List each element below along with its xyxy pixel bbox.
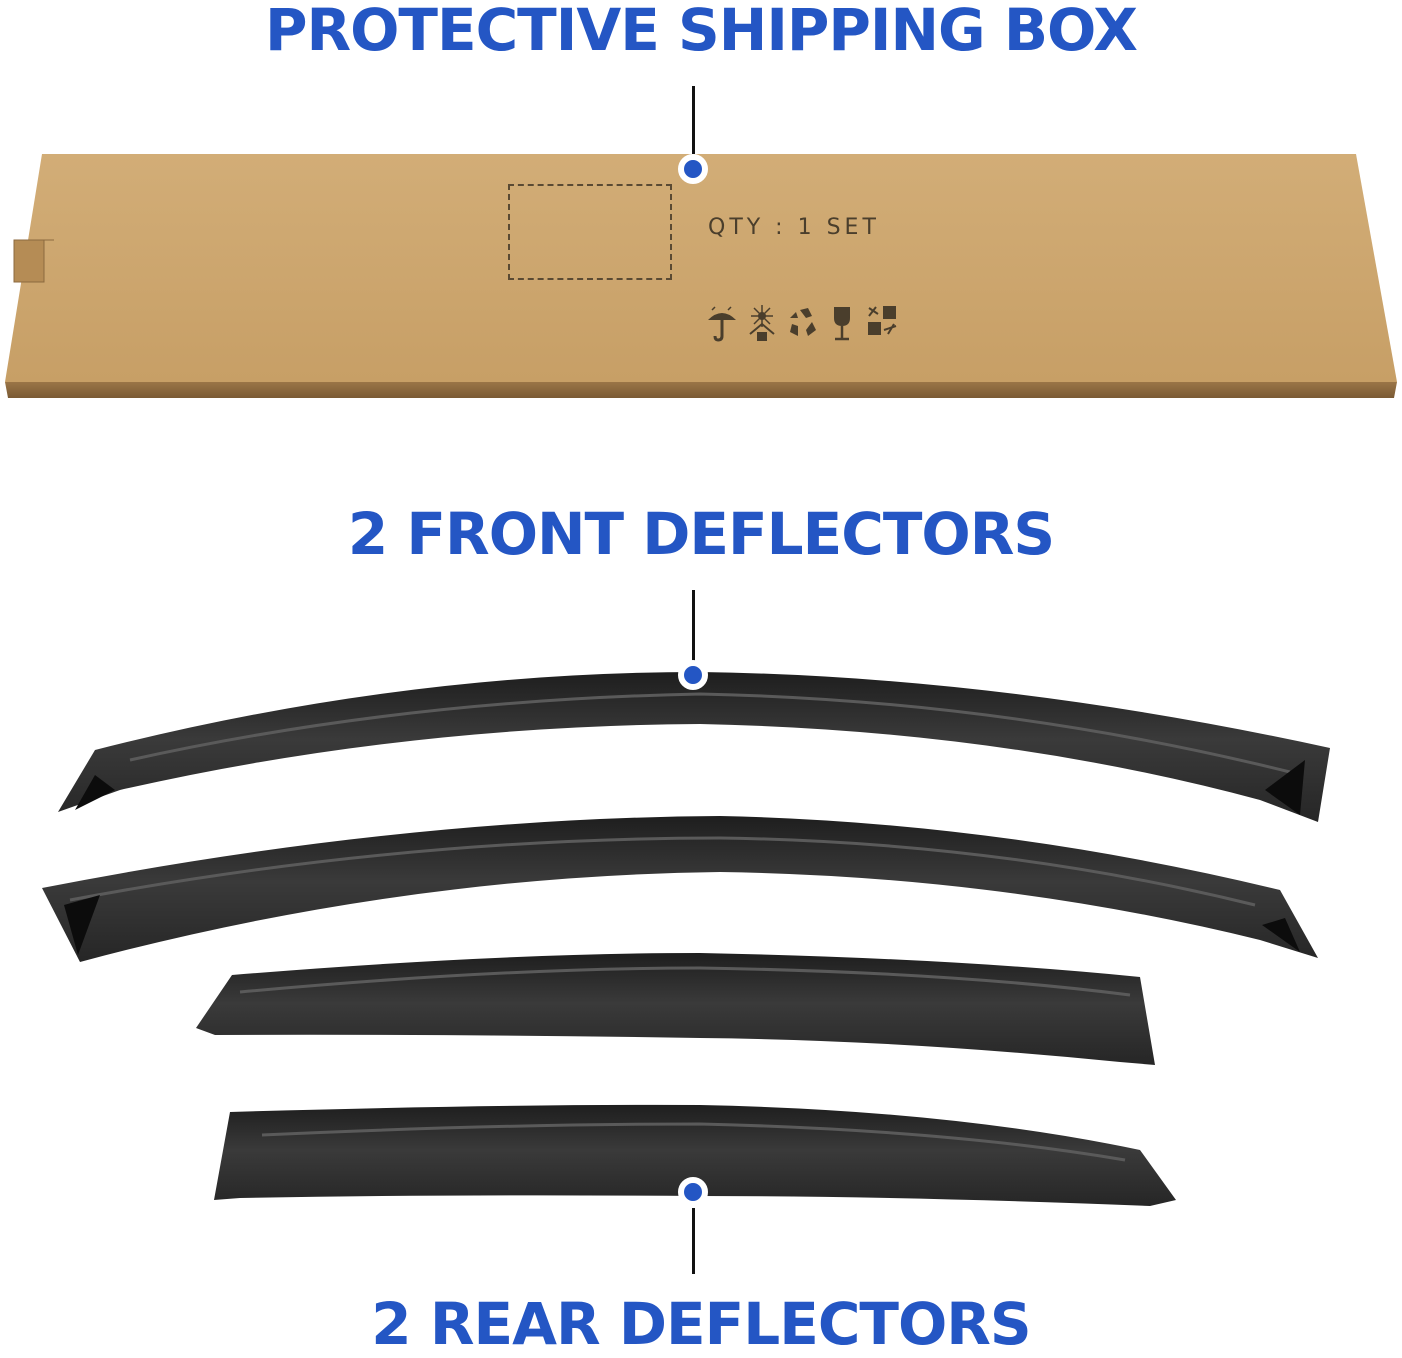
fragile-glass-icon [834, 307, 850, 341]
callout-dot-rear [678, 1177, 708, 1207]
callout-dot-box [678, 154, 708, 184]
heading-rear-deflectors: 2 REAR DEFLECTORS [371, 1290, 1031, 1358]
quantity-label: QTY : 1 SET [708, 215, 880, 240]
leader-line-front [692, 590, 695, 662]
leader-line-rear [692, 1208, 695, 1274]
shipping-box [5, 154, 1397, 398]
leader-line-box [692, 86, 695, 154]
do-not-stack-icon [868, 306, 897, 335]
handling-symbols [706, 304, 898, 342]
recyclable-icon [790, 308, 816, 336]
keep-away-from-sunlight-icon [749, 305, 775, 341]
rear-deflector-2 [214, 1104, 1176, 1206]
keep-dry-umbrella-icon [708, 306, 736, 342]
heading-front-deflectors: 2 FRONT DEFLECTORS [347, 500, 1055, 568]
rear-deflector-1 [196, 953, 1155, 1065]
shipping-label-area [508, 184, 672, 280]
heading-shipping-box: PROTECTIVE SHIPPING BOX [264, 0, 1138, 64]
front-deflector-1 [58, 672, 1330, 822]
callout-dot-front [678, 660, 708, 690]
front-deflector-2 [42, 816, 1318, 962]
